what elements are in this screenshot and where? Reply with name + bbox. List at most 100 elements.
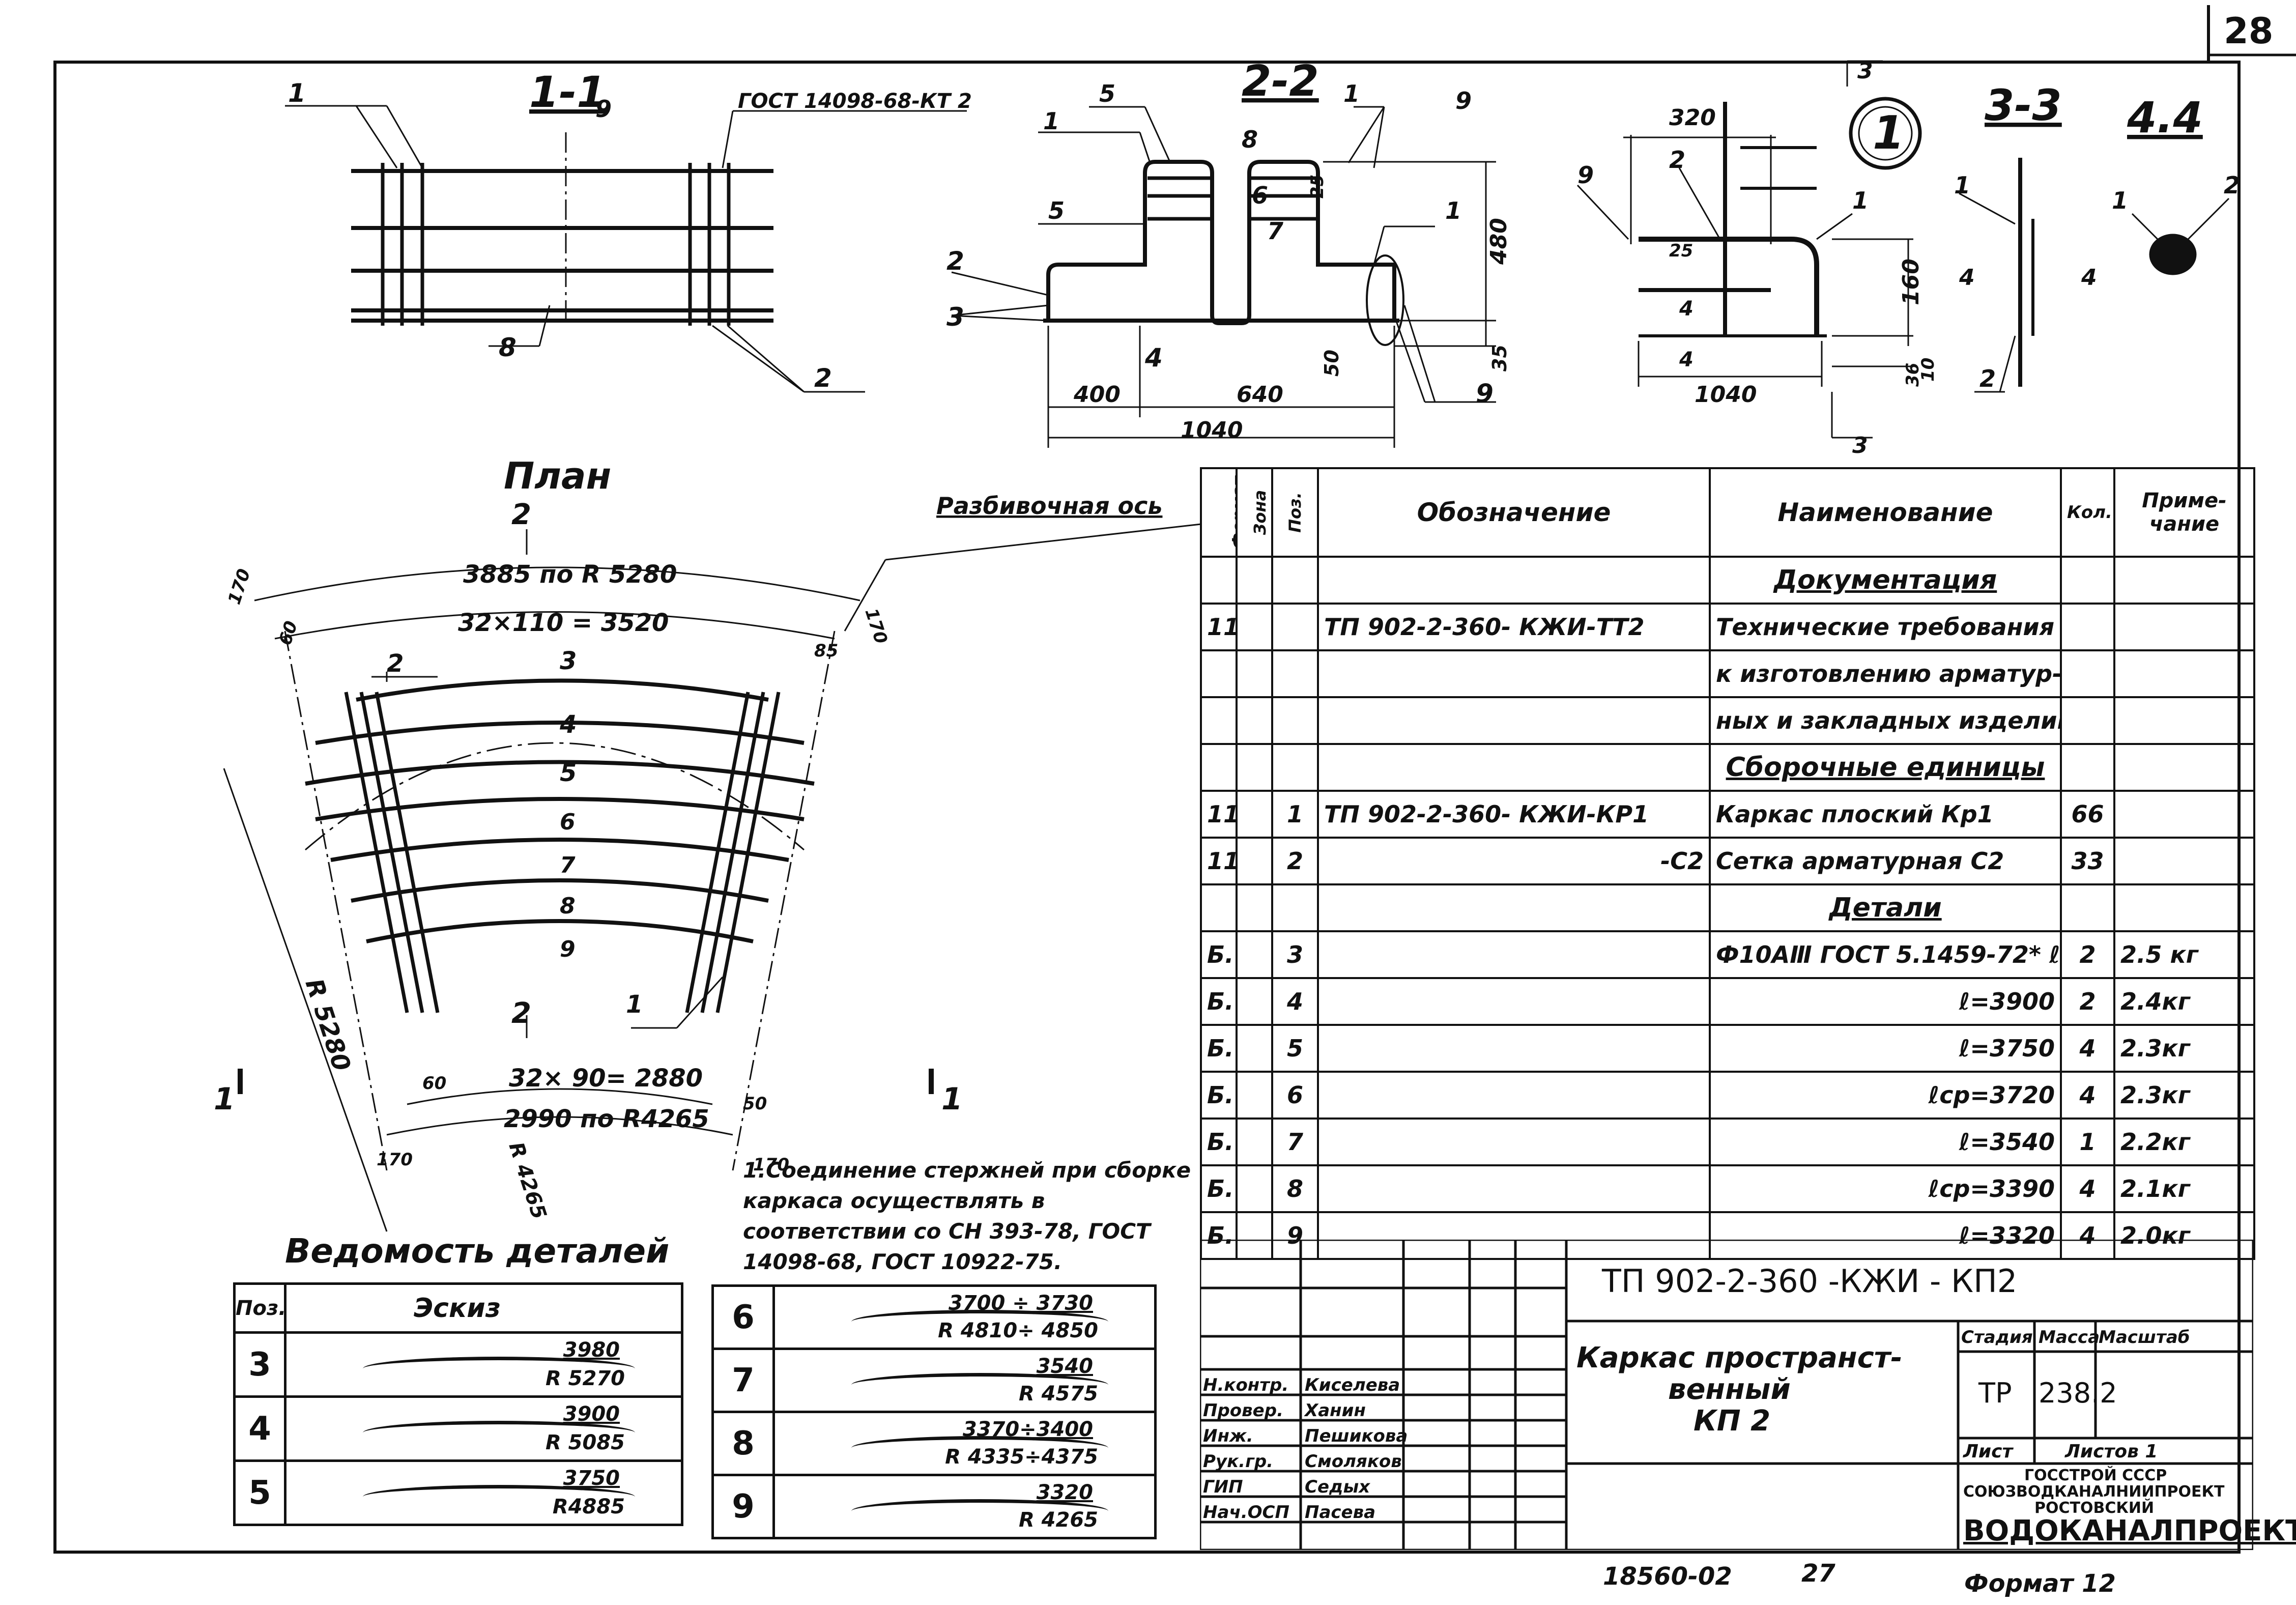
spec-code: -С2 xyxy=(1317,837,1711,885)
vedomost-pos: 7 xyxy=(711,1348,775,1413)
mass-header: Масса xyxy=(2039,1327,2100,1348)
header-qty: Кол. xyxy=(2060,467,2115,558)
bar-radius: R 5085 xyxy=(545,1430,625,1454)
callout-7: 7 xyxy=(1267,217,1283,245)
spec-zone xyxy=(1236,1024,1273,1073)
bar-arc-sketch xyxy=(851,1499,1108,1523)
vedomost-pos: 9 xyxy=(711,1474,775,1539)
sheet-header: Лист xyxy=(1963,1441,2013,1462)
bar-length: 3320 xyxy=(1036,1480,1093,1504)
spec-code: ТП 902-2-360- КЖИ-КР1 xyxy=(1317,790,1711,839)
spec-code xyxy=(1317,556,1711,605)
spec-pos xyxy=(1271,696,1319,745)
view-1-1 xyxy=(285,105,967,393)
spec-pos: 4 xyxy=(1271,977,1319,1026)
bar-length: 3750 xyxy=(563,1466,620,1490)
bar-label-8: 8 xyxy=(560,893,576,919)
section-label-1-1: 1-1 xyxy=(529,67,607,117)
spec-format xyxy=(1200,649,1238,698)
spec-pos xyxy=(1271,743,1319,792)
spec-qty: 4 xyxy=(2060,1164,2115,1213)
spec-qty: 2 xyxy=(2060,930,2115,979)
page-number: 27 xyxy=(1801,1559,1835,1588)
callout-5: 5 xyxy=(1099,80,1115,107)
spec-pos: 8 xyxy=(1271,1164,1319,1213)
staff-role: ГИП xyxy=(1203,1477,1243,1497)
spec-zone xyxy=(1236,1211,1273,1260)
spec-note xyxy=(2113,790,2255,839)
spec-note xyxy=(2113,743,2255,792)
bar-arc-sketch xyxy=(851,1372,1108,1397)
view-2-2 xyxy=(951,106,1496,448)
spec-pos xyxy=(1271,883,1319,932)
dim-400: 400 xyxy=(1073,382,1121,408)
spec-name: к изготовлению арматур- xyxy=(1709,649,2062,698)
spec-format: Б.Ч xyxy=(1200,1071,1238,1120)
dim-160: 160 xyxy=(1898,259,1924,305)
cut-1-right: 1 xyxy=(941,1081,963,1117)
spec-format: Б.Ч xyxy=(1200,977,1238,1026)
spec-note: 2.4кг xyxy=(2113,977,2255,1026)
dim-320: 320 xyxy=(1669,105,1716,131)
callout-9: 9 xyxy=(1455,87,1472,114)
spec-pos xyxy=(1271,649,1319,698)
callout-2: 2 xyxy=(387,649,404,678)
bar-radius: R4885 xyxy=(552,1495,625,1518)
callout-3: 3 xyxy=(946,302,964,332)
bar-label-3: 3 xyxy=(560,647,577,675)
bar-radius: R 4810÷ 4850 xyxy=(938,1319,1098,1342)
spec-note xyxy=(2113,649,2255,698)
bar-length: 3700 ÷ 3730 xyxy=(948,1291,1093,1315)
spec-qty: 4 xyxy=(2060,1024,2115,1073)
spec-pos: 9 xyxy=(1271,1211,1319,1260)
vedomost-sketch: 3980 R 5270 xyxy=(284,1331,683,1398)
dim-inner: 2990 по R4265 xyxy=(504,1105,709,1133)
dim-25: 25 xyxy=(1307,175,1328,198)
callout-1: 1 xyxy=(1954,171,1970,199)
cut-mark-4: 4 xyxy=(1679,348,1694,371)
spec-zone xyxy=(1236,743,1273,792)
spec-qty: 66 xyxy=(2060,790,2115,839)
org-line1: ГОССТРОЙ СССР xyxy=(2024,1467,2167,1484)
spec-zone xyxy=(1236,1071,1273,1120)
bar-length: 3900 xyxy=(563,1402,620,1426)
spec-format xyxy=(1200,743,1238,792)
staff-name: Смоляков xyxy=(1305,1451,1402,1472)
spec-name: ℓ=3320 xyxy=(1709,1211,2062,1260)
dim-25: 25 xyxy=(1669,241,1693,261)
dim-36: 36 xyxy=(1903,363,1923,387)
spec-format: Б.Ч xyxy=(1200,1164,1238,1213)
spec-format: 11 xyxy=(1200,790,1238,839)
dim-spacing-bottom: 32× 90= 2880 xyxy=(509,1064,703,1093)
vedomost-pos: 4 xyxy=(233,1395,286,1462)
dim-35: 35 xyxy=(1488,345,1511,371)
cut-2-bottom: 2 xyxy=(511,997,531,1030)
dim-85: 85 xyxy=(814,641,838,661)
spec-code: ТП 902-2-360- КЖИ-ТТ2 xyxy=(1317,603,1711,651)
header-zone: Зона xyxy=(1236,467,1273,558)
spec-code xyxy=(1317,696,1711,745)
vedomost-pos: 3 xyxy=(233,1331,286,1398)
vedomost-sketch: 3320 R 4265 xyxy=(772,1474,1157,1539)
dim-480: 480 xyxy=(1486,218,1512,265)
bar-length: 3980 xyxy=(563,1338,620,1362)
staff-name: Киселева xyxy=(1305,1375,1400,1395)
staff-name: Пешикова xyxy=(1305,1426,1408,1446)
dim-10: 10 xyxy=(1918,358,1938,382)
callout-9: 9 xyxy=(1476,379,1494,408)
bar-arc-sketch xyxy=(363,1420,635,1445)
spec-row: к изготовлению арматур- xyxy=(1200,649,2255,698)
cut-2-top: 2 xyxy=(511,498,531,531)
callout-2: 2 xyxy=(1979,365,1996,392)
bar-radius: R 4265 xyxy=(1018,1508,1098,1532)
bar-radius: R 5270 xyxy=(545,1366,625,1390)
dim-outer: 3885 по R 5280 xyxy=(463,560,677,589)
spec-note xyxy=(2113,837,2255,885)
spec-pos xyxy=(1271,603,1319,651)
spec-format xyxy=(1200,556,1238,605)
spec-format xyxy=(1200,696,1238,745)
